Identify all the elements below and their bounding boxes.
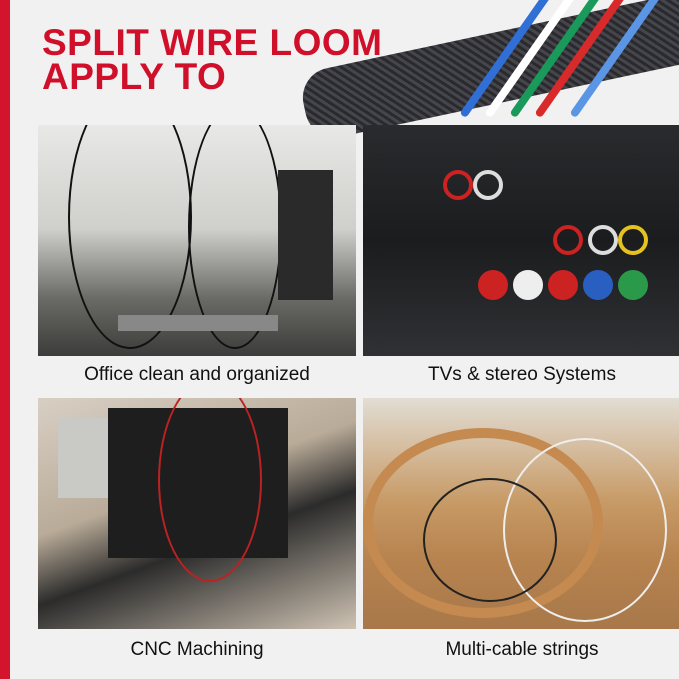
accent-bar — [0, 0, 10, 679]
caption-tv: TVs & stereo Systems — [428, 364, 616, 385]
title-line2: APPLY TO — [42, 56, 227, 97]
page-title: SPLIT WIRE LOOM APPLY TO — [42, 22, 383, 97]
caption-multicable: Multi-cable strings — [445, 639, 599, 660]
tv-stereo-photo — [363, 125, 679, 356]
caption-office: Office clean and organized — [84, 364, 310, 385]
title-line1: SPLIT WIRE LOOM — [42, 22, 383, 63]
multi-cable-photo — [363, 398, 679, 629]
caption-cnc: CNC Machining — [130, 639, 264, 660]
cnc-photo — [38, 398, 356, 629]
office-photo — [38, 125, 356, 356]
